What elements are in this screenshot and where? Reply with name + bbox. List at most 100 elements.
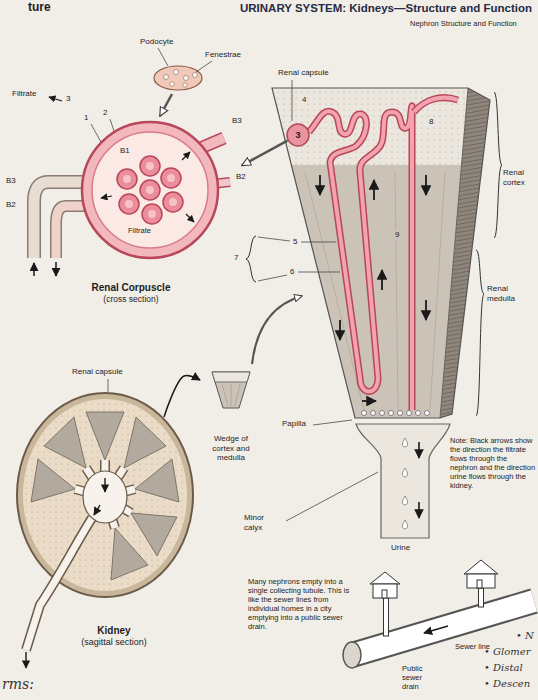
minor-calyx-drawing-part-part xyxy=(402,496,407,505)
handwritten-note: • Distal xyxy=(484,662,523,674)
minor-calyx-drawing-part-part xyxy=(402,520,407,529)
part-label: Renal capsule xyxy=(72,367,123,377)
node-heading: 3 xyxy=(286,130,310,141)
renal-corpuscle-drawing-part-part xyxy=(146,162,154,170)
nephron-wedge-drawing-part-part xyxy=(398,411,403,416)
part-label: Fenestrae xyxy=(205,50,241,60)
nephron-wedge-drawing-part xyxy=(309,106,412,410)
leader-lines-part xyxy=(292,80,293,121)
sewer-drawing-part-part xyxy=(464,560,498,574)
callout-number: 4 xyxy=(301,95,307,105)
kidney-drawing-part-part xyxy=(104,478,105,492)
wedge-region: Wedge of cortex and medulla xyxy=(200,366,262,466)
small-wedge-drawing-part xyxy=(252,296,302,364)
kidney-drawing-part xyxy=(26,460,135,650)
nephron-wedge-drawing-part xyxy=(272,88,490,418)
kidney-drawing-part-part xyxy=(111,528,148,580)
nephron-wedge-drawing-part xyxy=(476,250,484,416)
handwritten-note: rms: xyxy=(2,676,34,693)
nephron-wedge-drawing-part xyxy=(272,88,468,418)
renal-corpuscle-drawing-part-part xyxy=(125,200,133,208)
kidney-drawing-part xyxy=(83,471,127,523)
callout-number: 3 xyxy=(66,94,70,104)
small-wedge-drawing-part-part xyxy=(235,384,240,406)
renal-corpuscle-drawing-part-part xyxy=(142,204,162,224)
minor-calyx-drawing-part xyxy=(356,424,450,538)
renal-corpuscle-drawing-part-part xyxy=(161,168,181,188)
renal-corpuscle-drawing-part-part xyxy=(146,186,154,194)
podocyte-drawing-part-part xyxy=(184,76,189,81)
leader-lines-part xyxy=(110,119,114,131)
renal-corpuscle-drawing xyxy=(34,97,230,276)
sewer-drawing-part-part xyxy=(384,596,389,636)
nephron-wedge-drawing-part xyxy=(272,88,468,418)
renal-corpuscle-drawing-part-part xyxy=(169,198,177,206)
kidney-drawing-part-part xyxy=(26,518,92,650)
renal-corpuscle-drawing-part-part xyxy=(148,210,156,218)
renal-corpuscle-drawing-part xyxy=(82,122,218,258)
leader-lines-part xyxy=(258,237,290,241)
renal-corpuscle-drawing-part xyxy=(117,156,183,224)
nephron-wedge-drawing-part-part xyxy=(319,175,321,195)
leader-lines-part xyxy=(298,272,340,273)
kidney-drawing-part xyxy=(26,460,135,650)
sewer-drawing-part-part xyxy=(479,588,484,607)
renal-corpuscle-drawing-part-part xyxy=(140,180,160,200)
podocyte-drawing-part xyxy=(154,66,202,90)
node-heading: Kidney xyxy=(64,625,164,637)
callout-number: 5 xyxy=(293,237,297,247)
leader-lines-part xyxy=(196,61,212,72)
renal-corpuscle-drawing-part xyxy=(101,152,194,222)
sewer-drawing-part xyxy=(370,560,498,636)
callout-number: 1 xyxy=(84,113,88,123)
renal-corpuscle-drawing-part-part xyxy=(123,175,131,183)
renal-corpuscle-drawing-part xyxy=(92,132,208,248)
nephron-wedge-drawing-part xyxy=(309,106,412,410)
leader-lines-part xyxy=(91,124,101,142)
callout-number: B1 xyxy=(119,146,131,156)
renal-corpuscle-drawing-part-part xyxy=(163,192,183,212)
circle-shape xyxy=(287,124,309,146)
nephron-wedge-drawing-part xyxy=(246,236,256,282)
renal-corpuscle-drawing-part-part xyxy=(182,152,190,160)
kidney-drawing-part xyxy=(17,393,193,597)
kidney-region: Kidney(sagittal section) xyxy=(4,372,164,650)
sewer-drawing-part xyxy=(424,626,448,633)
kidney-drawing-part xyxy=(23,399,187,591)
nephron-wedge-drawing-part-part xyxy=(430,172,445,410)
node-subheading: (cross section) xyxy=(70,294,192,304)
kidney-drawing xyxy=(17,393,193,668)
podocyte-drawing-part-part xyxy=(174,70,179,75)
sewer-drawing-part-part xyxy=(477,580,482,588)
leader-lines-part xyxy=(313,420,352,425)
callout-number: B2 xyxy=(6,200,16,210)
callout-number: B3 xyxy=(6,176,16,186)
renal-corpuscle-drawing-part-part xyxy=(117,169,137,189)
renal-corpuscle-drawing-part xyxy=(55,262,57,276)
nephron-wedge-drawing-part-part xyxy=(380,411,385,416)
minor-calyx-drawing-part xyxy=(402,438,407,529)
callout-number: B3 xyxy=(232,116,242,126)
corpuscle-region: Renal Corpuscle(cross section) xyxy=(70,118,242,306)
sewer-drawing-part-part xyxy=(370,572,400,584)
podocyte-drawing xyxy=(154,66,202,116)
small-wedge-drawing-part-part xyxy=(231,384,232,406)
minor-calyx-drawing-part-part xyxy=(402,468,407,477)
handwritten-note: • N xyxy=(516,630,534,642)
nephron-wedge-drawing-part xyxy=(414,98,458,112)
nephron-wedge-drawing-part xyxy=(494,92,502,238)
callout-number: 7 xyxy=(234,253,238,263)
callout-number: B2 xyxy=(236,172,246,182)
subtitle: Nephron Structure and Function xyxy=(410,19,517,28)
small-wedge-drawing xyxy=(212,296,302,408)
nephron-wedge-drawing-part-part xyxy=(362,411,367,416)
kidney-drawing-part-part xyxy=(135,459,179,502)
leader-lines-part xyxy=(108,379,109,392)
minor-calyx-drawing-part-part xyxy=(418,442,420,458)
kidney-drawing-part xyxy=(23,399,187,591)
nephron-wedge-drawing-part xyxy=(320,175,426,401)
nephron-wedge-drawing-part xyxy=(440,88,490,418)
nephron-wedge-drawing-part-part xyxy=(395,172,398,410)
nephron-wedge-drawing-part-part xyxy=(371,411,376,416)
minor-calyx-drawing-part xyxy=(418,442,420,518)
